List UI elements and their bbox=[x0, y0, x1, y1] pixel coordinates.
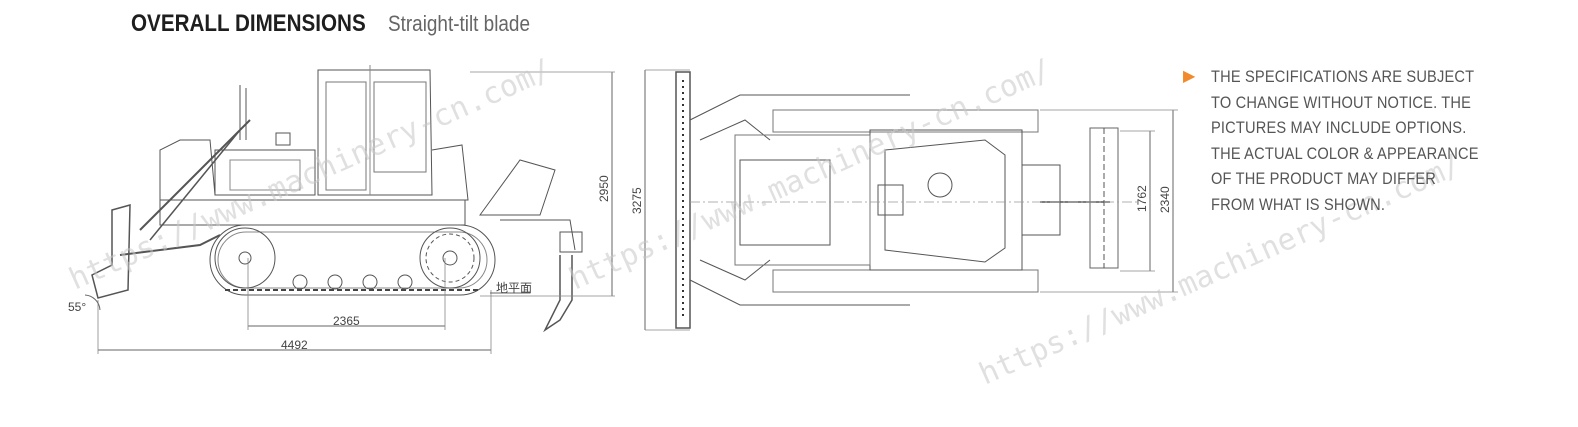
disclaimer-line: THE ACTUAL COLOR & APPEARANCE bbox=[1211, 143, 1479, 163]
disclaimer-text: THE SPECIFICATIONS ARE SUBJECT TO CHANGE… bbox=[1211, 64, 1511, 217]
svg-text:https://www.machinery-cn.com/: https://www.machinery-cn.com/ bbox=[564, 52, 1057, 297]
top-view-drawing bbox=[644, 69, 1178, 331]
orange-triangle-bullet-icon: ▶ bbox=[1183, 68, 1196, 85]
dim-overall-length: 4492 bbox=[281, 338, 308, 352]
ripper-frame bbox=[479, 159, 556, 216]
idler-wheel bbox=[214, 227, 276, 289]
ground-label: 地平面 bbox=[496, 281, 532, 295]
dim-blade-width: 3275 bbox=[630, 187, 644, 214]
sprocket-wheel bbox=[419, 227, 481, 289]
track-frame bbox=[209, 224, 496, 296]
disclaimer-line: TO CHANGE WITHOUT NOTICE. THE bbox=[1211, 92, 1472, 112]
disclaimer-line: OF THE PRODUCT MAY DIFFER bbox=[1211, 169, 1436, 188]
disclaimer-line: PICTURES MAY INCLUDE OPTIONS. bbox=[1211, 118, 1467, 137]
ripper-shank bbox=[543, 255, 573, 333]
svg-text:https://www.machinery-cn.com/: https://www.machinery-cn.com/ bbox=[64, 52, 557, 297]
top-blade bbox=[675, 71, 691, 329]
title-subtitle: Straight-tilt blade bbox=[388, 11, 531, 36]
side-view-drawing bbox=[84, 65, 615, 354]
dim-track-length: 2365 bbox=[333, 314, 360, 328]
blade bbox=[91, 204, 131, 299]
dim-blade-angle: 55° bbox=[68, 300, 86, 314]
body-frame bbox=[159, 199, 466, 226]
cab bbox=[317, 69, 433, 196]
title-main: OVERALL DIMENSIONS bbox=[131, 10, 366, 37]
disclaimer-line: THE SPECIFICATIONS ARE SUBJECT bbox=[1211, 67, 1475, 86]
dim-overall-width: 2340 bbox=[1158, 186, 1172, 213]
disclaimer-line: FROM WHAT IS SHOWN. bbox=[1211, 194, 1386, 214]
page-title: OVERALL DIMENSIONS Straight-tilt blade bbox=[131, 10, 553, 38]
engine-hood bbox=[214, 149, 316, 196]
dim-track-gauge: 1762 bbox=[1135, 185, 1149, 212]
dim-height: 2950 bbox=[597, 175, 611, 202]
